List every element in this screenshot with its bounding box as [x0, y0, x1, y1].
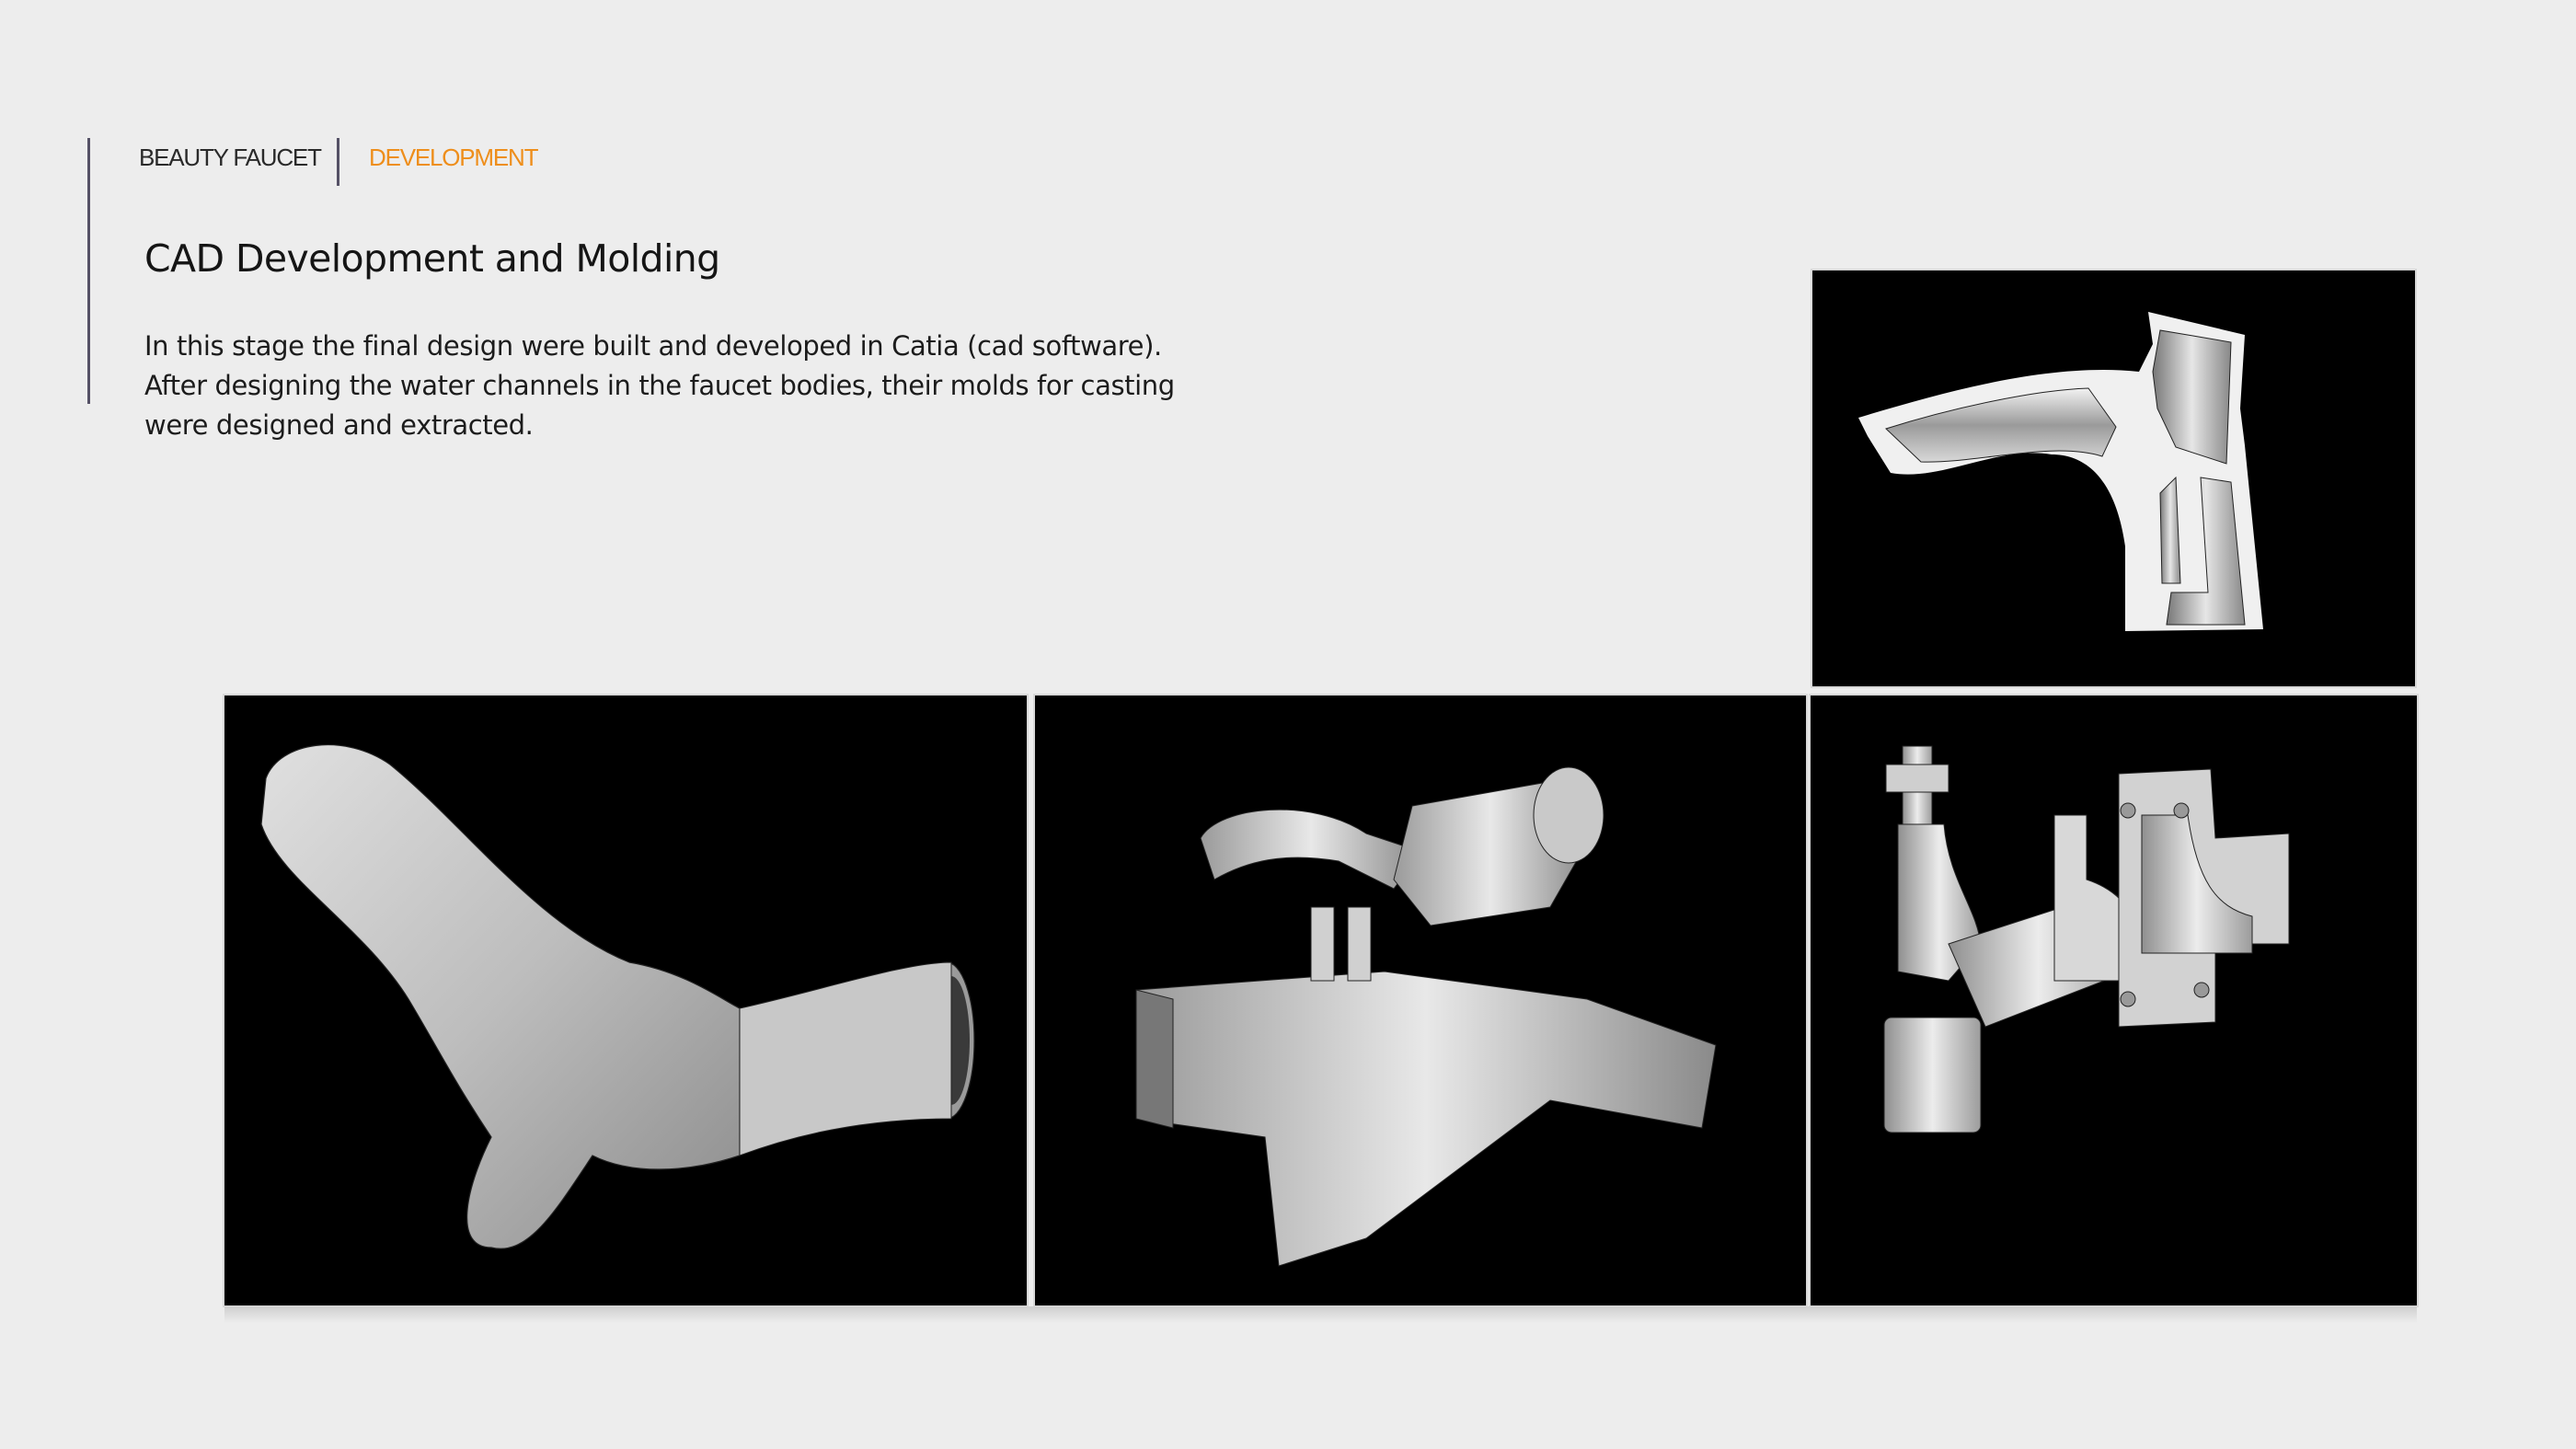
- left-accent-rule: [87, 138, 90, 404]
- breadcrumb-divider: [337, 138, 339, 186]
- image-row-shadow: [224, 1306, 2417, 1323]
- description-paragraph: In this stage the final design were buil…: [144, 330, 1175, 441]
- mold-assembly-illustration: [1135, 766, 1717, 1267]
- faucet-body-illustration: [260, 744, 975, 1249]
- image-faucet-section-cutaway: [1812, 270, 2415, 686]
- image-mold-assembly-open: [1035, 696, 1806, 1305]
- image-mold-core-and-halves: [1811, 696, 2417, 1305]
- breadcrumb-section: DEVELOPMENT: [369, 144, 538, 171]
- mold-core-illustration: [1883, 745, 2290, 1133]
- breadcrumb-project: BEAUTY FAUCET: [139, 144, 322, 171]
- image-faucet-body-render: [224, 696, 1027, 1305]
- page-title: CAD Development and Molding: [144, 236, 720, 281]
- faucet-section-illustration: [1858, 312, 2263, 631]
